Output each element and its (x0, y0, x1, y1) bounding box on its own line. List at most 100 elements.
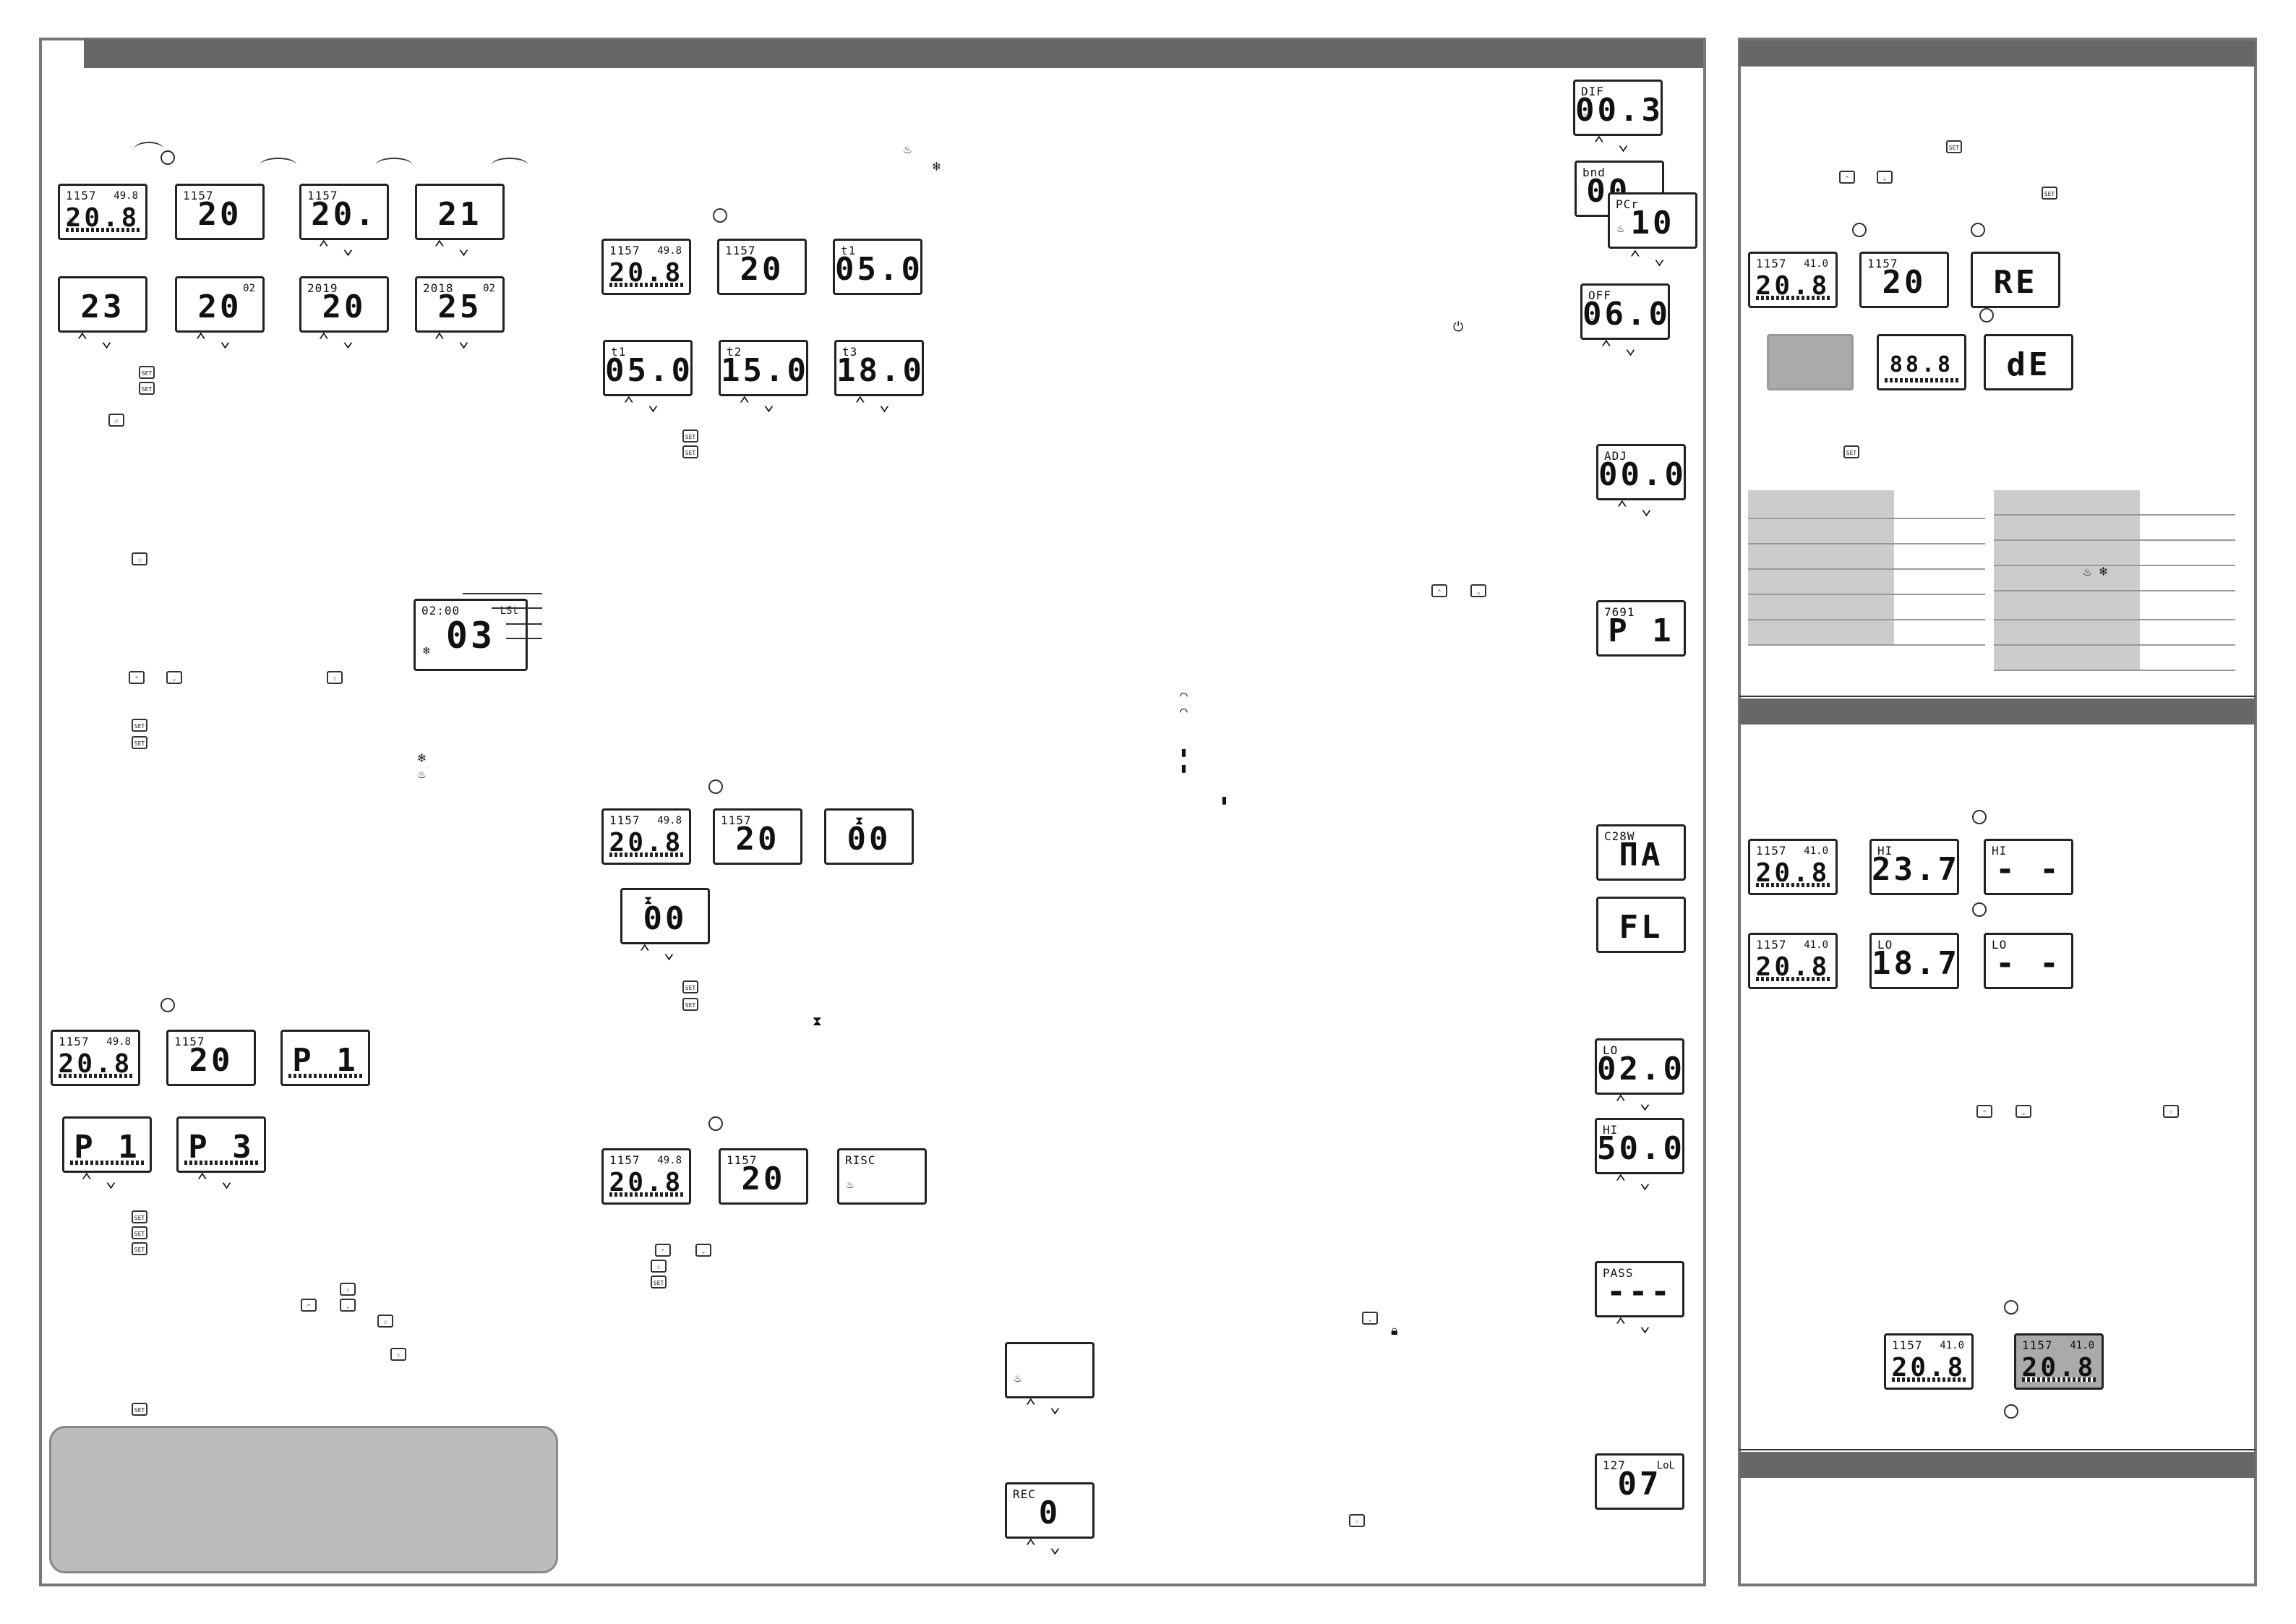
press-circle-icon (708, 1116, 723, 1131)
lcd-res: RE S (1971, 252, 2060, 308)
battery-icon: ▮ (1180, 761, 1188, 776)
up-down-arrows: ⌃⌄ (1601, 337, 1650, 359)
lcd-hour-23: 23 (58, 276, 147, 333)
press-circle-icon (1972, 810, 1987, 824)
flow-arrow (492, 158, 528, 172)
right-header-bar-1 (1739, 40, 2256, 67)
set-button-icon: SET (651, 1275, 667, 1288)
set-button-icon: SET (2042, 187, 2057, 200)
lcd-blink: ♨ (1005, 1342, 1095, 1398)
down-arrow-icon: ⌄ (340, 1299, 356, 1312)
main-header-bar (84, 39, 1703, 68)
up-down-arrows: ⌃⌄ (1629, 247, 1679, 269)
lcd-timer2: ⧗00 (620, 888, 710, 944)
callout-line (506, 623, 542, 625)
hand-button-icon: ☝ (2163, 1105, 2179, 1118)
set-button-icon: SET (682, 445, 698, 458)
hand-button-icon: ☝ (340, 1283, 356, 1296)
right-panel (1738, 38, 2257, 1586)
press-circle-icon (1971, 223, 1985, 237)
up-down-arrows: ⌃⌄ (1025, 1536, 1074, 1557)
hand-button-icon: ☝ (327, 671, 343, 684)
lcd-lo-2: LO- - - (1984, 933, 2073, 989)
snowflake-icon: ❄ (2099, 564, 2107, 579)
wifi-icon: ◠ (1180, 688, 1188, 704)
lcd-blank (1767, 334, 1854, 390)
flame-icon: ♨ (904, 142, 912, 157)
press-circle-icon (160, 150, 175, 165)
right-header-bar-2 (1739, 698, 2256, 725)
hand-button-icon: ☝ (651, 1260, 667, 1273)
up-down-arrows: ⌃⌄ (81, 1170, 130, 1192)
lock-icon: 🔒︎ (1391, 1323, 1398, 1338)
reset-table-left (1748, 490, 1985, 646)
set-button-icon: SET (132, 736, 147, 749)
press-circle-icon (160, 998, 175, 1012)
right-header-bar-3 (1739, 1452, 2256, 1478)
press-circle-icon (1972, 902, 1987, 917)
up-arrow-icon: ⌃ (1431, 584, 1447, 597)
flame-icon: ♨ (2083, 564, 2091, 579)
set-button-icon: SET (132, 1403, 147, 1416)
down-arrow-icon: ⌄ (1362, 1312, 1378, 1325)
down-arrow-icon: ⌄ (2016, 1105, 2031, 1118)
hand-button-icon: ☝ (108, 414, 124, 427)
set-button-icon: SET (132, 1226, 147, 1239)
lcd-risc: RISC♨ (837, 1148, 927, 1205)
up-down-arrows: ⌃⌄ (854, 393, 904, 415)
snowflake-icon: ❄ (423, 644, 430, 657)
lcd-def: dE F (1984, 334, 2073, 390)
up-down-arrows: ⌃⌄ (77, 330, 126, 351)
set-button-icon: SET (682, 980, 698, 993)
flame-icon: ♨ (67, 213, 74, 226)
set-button-icon: SET (132, 1210, 147, 1223)
flow-arrow (376, 158, 412, 172)
up-down-arrows: ⌃⌄ (195, 330, 244, 351)
set-button-icon: SET (682, 998, 698, 1011)
set-button-icon: SET (1946, 140, 1962, 153)
press-circle-icon (708, 779, 723, 794)
up-down-arrows: ⌃⌄ (1593, 133, 1642, 155)
battery-icon: ▮ (1180, 745, 1188, 760)
callout-line (463, 593, 542, 594)
up-arrow-icon: ⌃ (301, 1299, 317, 1312)
right-divider-1 (1739, 696, 2256, 697)
press-circle-icon (2004, 1300, 2018, 1315)
callout-line (506, 638, 542, 639)
snowflake-icon: ❄ (933, 159, 941, 174)
right-divider-2 (1739, 1449, 2256, 1450)
up-arrow-icon: ⌃ (1976, 1105, 1992, 1118)
set-button-icon: SET (139, 366, 155, 379)
press-circle-icon (2004, 1404, 2018, 1419)
lcd-full: 88.8 (1877, 334, 1966, 390)
up-down-arrows: ⌃⌄ (1025, 1396, 1074, 1417)
press-circle-icon (713, 208, 727, 223)
lcd-fld: FL d (1596, 897, 1686, 953)
lcd-hour-21: 21 (415, 184, 505, 240)
battery-icon: ▮ (1220, 792, 1228, 808)
set-button-icon: SET (139, 382, 155, 395)
flow-arrow (260, 158, 296, 172)
wifi-icon: ◠ (1180, 704, 1188, 719)
up-down-arrows: ⌃⌄ (318, 330, 367, 351)
